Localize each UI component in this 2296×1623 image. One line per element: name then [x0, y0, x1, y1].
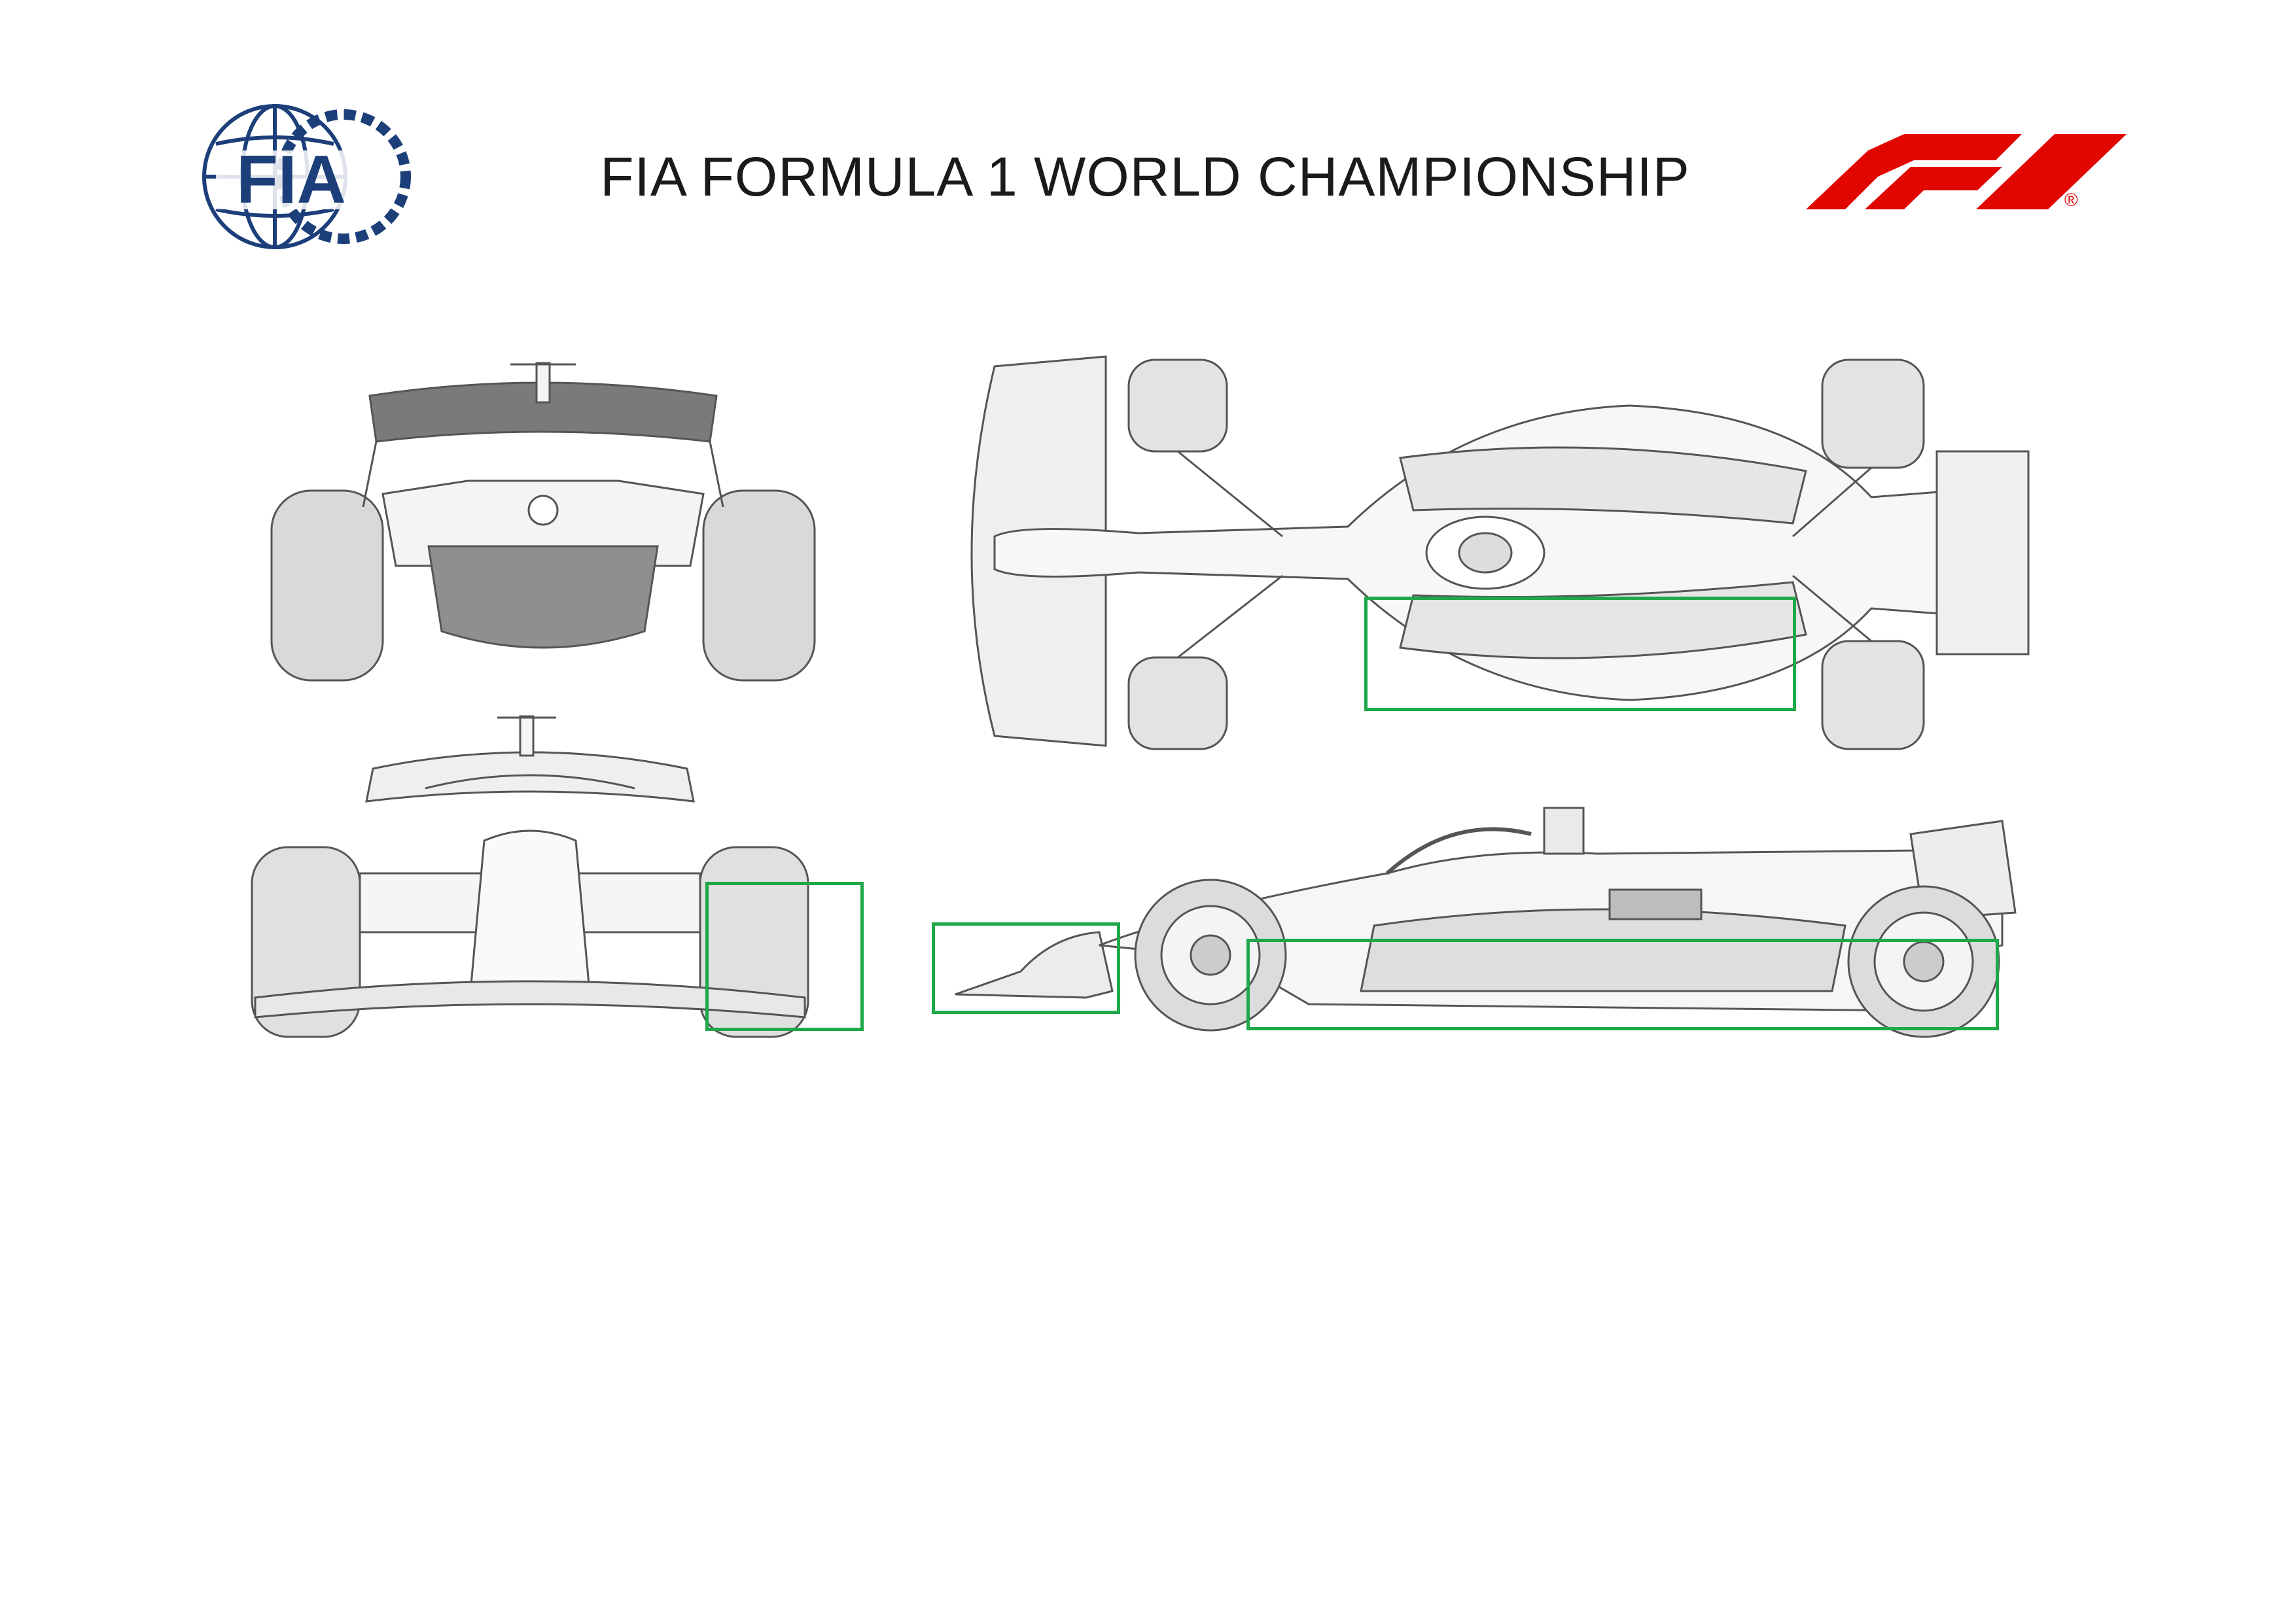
rear-view [258, 350, 828, 690]
highlight-box-side-front-wing [932, 922, 1120, 1014]
fia-logo-text: FIA [236, 142, 346, 218]
registered-mark: ® [2064, 190, 2078, 210]
f1-logo: ® [1806, 128, 2127, 219]
fia-logo: FIA [196, 98, 419, 258]
highlight-box-top-sidepod-floor [1364, 597, 1796, 711]
highlight-box-side-floor [1246, 939, 1999, 1030]
top-view [942, 340, 2055, 765]
highlight-box-front-endplate [705, 882, 864, 1031]
front-view [242, 710, 818, 1050]
side-view [942, 795, 2055, 1056]
page-title: FIA FORMULA 1 WORLD CHAMPIONSHIP [600, 146, 1690, 207]
